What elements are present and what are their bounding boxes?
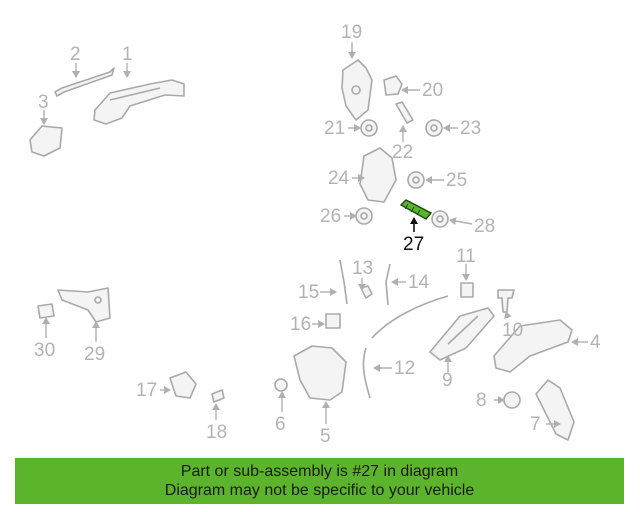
label-23: 23 [460, 118, 481, 139]
label-27-highlighted: 27 [403, 234, 424, 255]
label-28: 28 [474, 216, 495, 237]
label-15: 15 [298, 282, 319, 303]
part-24-plate [359, 147, 397, 203]
part-19-bracket [341, 59, 373, 121]
part-28-nut [431, 210, 449, 228]
part-1-outside-handle [93, 79, 185, 125]
label-5: 5 [320, 426, 331, 447]
label-21: 21 [324, 118, 345, 139]
part-15-rod [339, 259, 348, 305]
label-12: 12 [394, 358, 415, 379]
part-3-cover [29, 125, 63, 157]
part-18-clip [211, 389, 225, 403]
part-20-bolt [383, 75, 403, 96]
label-6: 6 [275, 414, 286, 435]
label-29: 29 [84, 344, 105, 365]
label-11: 11 [456, 246, 476, 267]
label-3: 3 [38, 92, 49, 113]
part-17-bracket [169, 371, 197, 399]
label-18: 18 [206, 422, 227, 443]
part-23-nut [425, 119, 443, 137]
label-8: 8 [476, 390, 487, 411]
label-25: 25 [446, 170, 467, 191]
part-info-line: Part or sub-assembly is #27 in diagram [180, 463, 459, 480]
part-26-nut [355, 207, 373, 225]
label-14: 14 [408, 272, 430, 293]
label-30: 30 [34, 340, 55, 361]
label-9: 9 [442, 370, 453, 391]
label-22: 22 [392, 142, 413, 163]
label-20: 20 [422, 80, 443, 101]
part-10-bolt [497, 289, 515, 313]
label-19: 19 [341, 22, 362, 43]
leader-lines [40, 42, 588, 428]
label-4: 4 [590, 332, 601, 353]
label-7: 7 [530, 414, 541, 435]
part-8-grommet [503, 391, 521, 409]
part-21-nut [360, 119, 378, 137]
part-22-pin [395, 101, 414, 124]
part-11-clip [460, 282, 474, 298]
part-labels: 1 2 3 4 5 6 7 8 9 10 11 12 13 14 15 16 1… [34, 22, 601, 447]
disclaimer-line: Diagram may not be specific to your vehi… [164, 482, 475, 499]
label-13: 13 [352, 258, 373, 279]
label-10: 10 [502, 320, 523, 341]
part-2-handle-pad [54, 67, 115, 97]
part-16-clip [325, 313, 341, 329]
part-7-latch [535, 379, 575, 441]
part-30-bolt [37, 303, 55, 319]
part-9-inner-handle [429, 307, 495, 361]
label-1: 1 [122, 44, 133, 65]
part-25-bolt [407, 171, 425, 189]
label-2: 2 [70, 44, 81, 65]
label-26: 26 [320, 206, 341, 227]
part-27-highlighted [399, 199, 433, 220]
part-6-screw [274, 378, 288, 392]
part-4-lock [493, 319, 573, 373]
label-17: 17 [136, 380, 157, 401]
part-info-banner: Part or sub-assembly is #27 in diagram D… [15, 458, 624, 504]
part-29-door-check [57, 287, 111, 323]
part-12-cable [362, 295, 449, 399]
parts-diagram: 1 2 3 4 5 6 7 8 9 10 11 12 13 14 15 16 1… [29, 22, 601, 447]
part-14-rod [385, 263, 391, 306]
part-5-cover [293, 345, 347, 401]
label-16: 16 [290, 314, 311, 335]
label-24: 24 [328, 168, 350, 189]
